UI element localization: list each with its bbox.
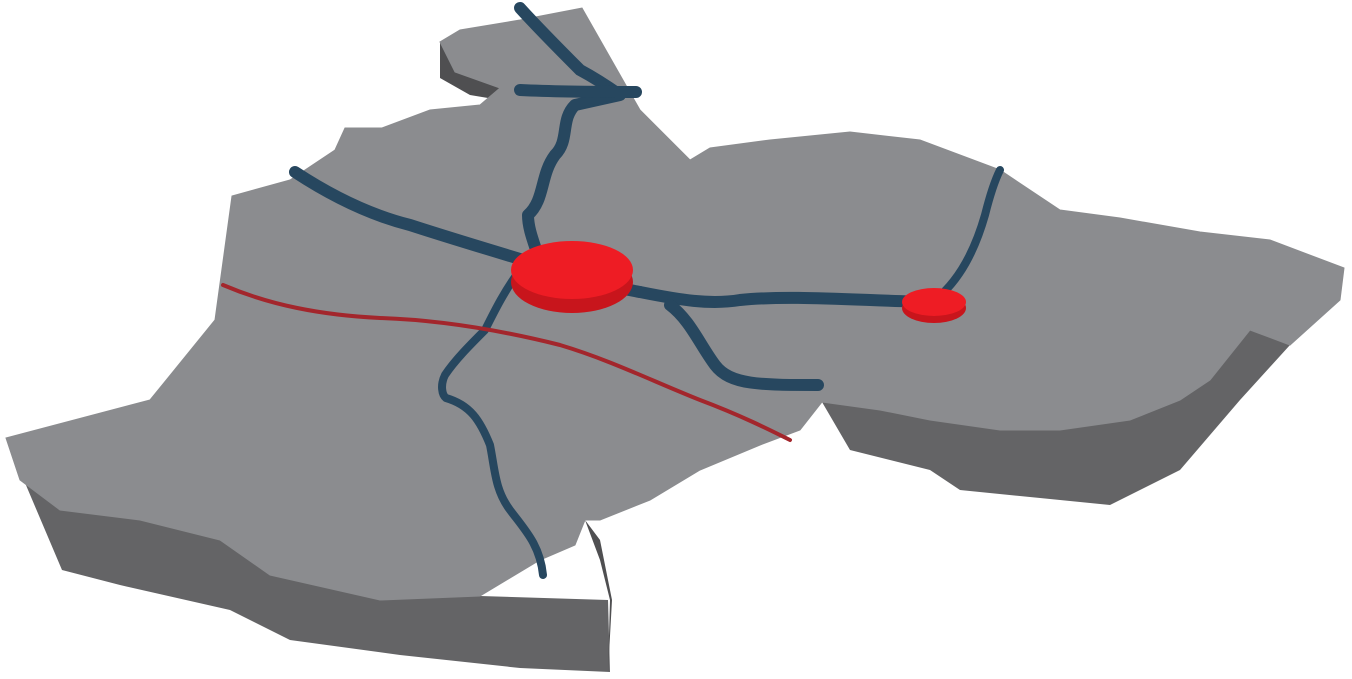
river-east [634,286,936,309]
red-route [221,283,792,442]
land-side-walls [6,42,1344,672]
city-marker-large [511,241,633,313]
river-north [514,2,626,268]
land-side-north [440,42,500,100]
river-northeast [931,166,1004,304]
land-side-west [6,438,610,672]
river-southeast [664,299,824,391]
land-side-south [585,520,612,672]
river-northeast-branch [514,84,642,98]
city-marker-small [902,288,966,323]
city-marker-large-top [511,241,633,299]
city-marker-small-top [902,288,966,316]
land-side-east [822,268,1344,505]
